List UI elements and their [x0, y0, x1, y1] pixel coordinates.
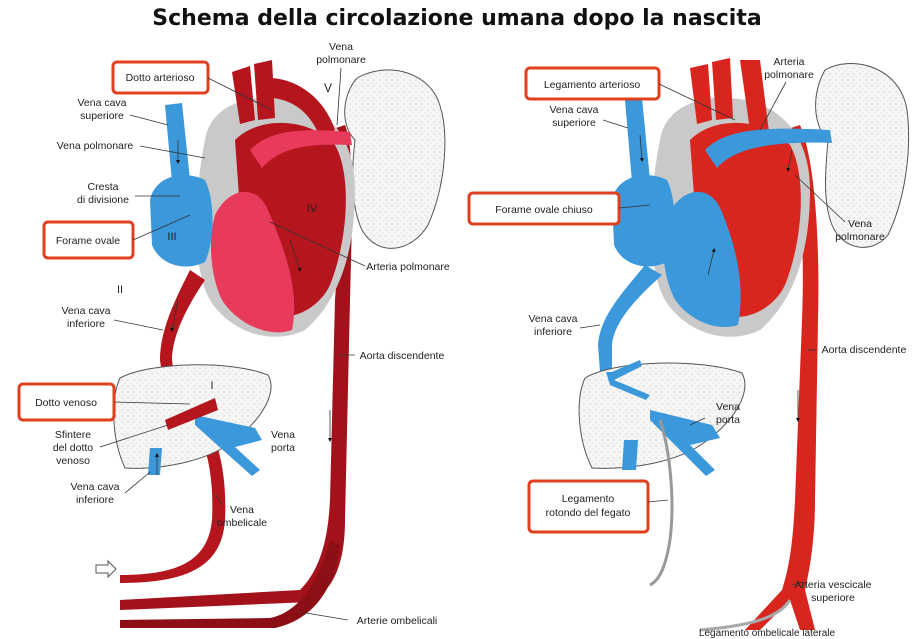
left-lung [345, 70, 445, 248]
right-label-arteria-vescicale-2: superiore [811, 592, 855, 604]
left-label-aorta-discendente: Aorta discendente [360, 350, 445, 362]
right-label-arteria-vescicale-1: Arteria vescicale [794, 579, 871, 591]
left-ivc-blue [148, 448, 162, 475]
right-lead-vena-cava-sup [603, 120, 628, 128]
right-label-forame-ovale-chiuso: Forame ovale chiuso [495, 204, 593, 216]
left-label-vena-cava-inf-b-2: inferiore [76, 494, 114, 506]
left-label-vena-polmonare: Vena polmonare [57, 140, 134, 152]
right-label-vena-cava-inf-1: Vena cava [528, 313, 577, 325]
right-label-arteria-polmonare-1: Arteria [774, 56, 805, 68]
right-label-legamento-arterioso: Legamento arterioso [544, 79, 640, 91]
left-label-roman-iii: III [167, 231, 176, 243]
left-label-vena-ombelicale-1: Vena [230, 504, 254, 516]
left-label-sfintere-3: venoso [56, 455, 90, 467]
left-label-cresta-1: Cresta [88, 181, 119, 193]
right-right-atrium [612, 175, 675, 266]
left-label-arterie-ombelicali: Arterie ombelicali [357, 615, 438, 627]
right-label-legamento-rotondo-2: rotondo del fegato [546, 507, 631, 519]
left-label-sfintere-1: Sfintere [55, 429, 91, 441]
left-lead-vena-cava-inf-b [125, 472, 150, 493]
left-label-dotto-arterioso: Dotto arterioso [126, 72, 195, 84]
left-lead-vena-cava-inf [114, 320, 163, 330]
left-label-vena-cava-inf-2: inferiore [67, 318, 105, 330]
left-label-arteria-polmonare: Arteria polmonare [366, 261, 450, 273]
left-label-vena-cava-sup-2: superiore [80, 110, 124, 122]
left-lead-arterie-ombelicali [300, 612, 348, 620]
left-label-roman-v: V [324, 81, 332, 95]
right-lead-legamento-rotondo [648, 500, 668, 502]
left-input-arrow [96, 561, 116, 577]
right-lead-vena-cava-inf [580, 325, 600, 328]
right-svc [625, 98, 650, 182]
left-label-vena-cava-sup-1: Vena cava [77, 97, 126, 109]
right-label-legamento-ombelicale: Legamento ombelicale laterale [699, 628, 836, 639]
left-label-roman-iv: IV [307, 203, 318, 215]
left-right-atrium [150, 175, 213, 266]
right-ivc-lower [622, 440, 638, 470]
right-label-vena-cava-inf-2: inferiore [534, 326, 572, 338]
left-label-vena-cava-inf-1: Vena cava [61, 305, 110, 317]
left-label-vena-ombelicale-2: ombelicale [217, 517, 267, 529]
left-label-vena-polmonare-top-1: Vena [329, 41, 353, 53]
left-label-roman-ii: II [117, 284, 123, 296]
right-label-vena-porta-2: porta [716, 414, 740, 426]
right-label-aorta-discendente: Aorta discendente [822, 344, 907, 356]
right-label-vena-cava-sup-2: superiore [552, 117, 596, 129]
right-label-vena-porta-1: Vena [716, 401, 740, 413]
left-label-sfintere-2: del dotto [53, 442, 93, 454]
left-label-vena-polmonare-top-2: polmonare [316, 54, 366, 66]
right-label-vena-polmonare-2: polmonare [835, 231, 885, 243]
right-label-vena-cava-sup-1: Vena cava [549, 104, 598, 116]
right-diagram: Legamento arterioso Forame ovale chiuso … [469, 56, 909, 639]
left-label-vena-porta-2: porta [271, 442, 295, 454]
right-label-legamento-rotondo-1: Legamento [562, 493, 615, 505]
right-ivc [598, 265, 662, 372]
left-lead-vena-polmonare-top [337, 68, 341, 125]
left-svc [165, 103, 190, 182]
left-label-roman-i: I [210, 380, 213, 392]
right-label-vena-polmonare-1: Vena [848, 218, 872, 230]
left-lead-vena-cava-sup [130, 115, 168, 125]
left-label-forame-ovale: Forame ovale [56, 235, 120, 247]
left-label-vena-porta-1: Vena [271, 429, 295, 441]
left-label-dotto-venoso: Dotto venoso [35, 397, 97, 409]
left-diagram: Dotto arterioso Forame ovale Dotto venos… [19, 41, 450, 628]
left-label-vena-cava-inf-b-1: Vena cava [70, 481, 119, 493]
right-label-arteria-polmonare-2: polmonare [764, 69, 814, 81]
left-label-cresta-2: di divisione [77, 194, 129, 206]
